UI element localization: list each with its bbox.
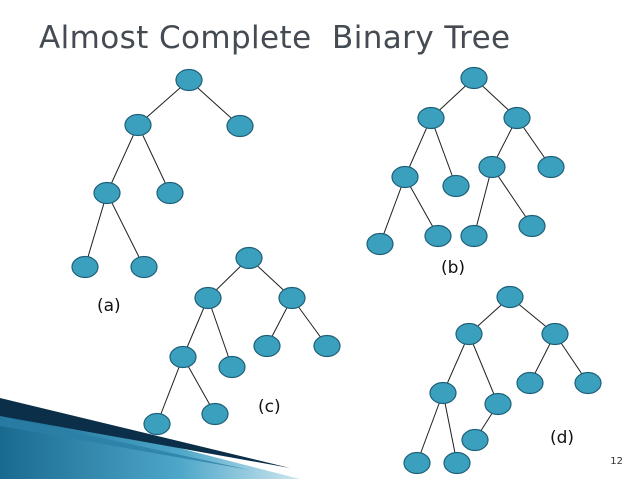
tree-d-node-6 (574, 371, 602, 395)
tree-b-node-5 (478, 155, 506, 179)
tree-b-edge-8 (473, 166, 493, 237)
tree-c-node-6 (313, 334, 341, 358)
tree-d-node-7 (403, 451, 431, 475)
tree-d-node-5 (516, 371, 544, 395)
tree-a-edge-2 (106, 124, 139, 194)
tree-b-label: (b) (441, 258, 466, 278)
tree-c-node-5 (253, 334, 281, 358)
tree-c-node-3 (169, 345, 197, 369)
tree-b-edge-9 (491, 166, 533, 227)
tree-a-node-5 (71, 255, 99, 279)
tree-d-node-4 (484, 392, 512, 416)
tree-a-node-1 (124, 113, 152, 137)
tree-a-node-3 (93, 181, 121, 205)
tree-d-edge-7 (442, 392, 458, 464)
tree-c-label: (c) (258, 397, 281, 417)
tree-b-node-6 (537, 155, 565, 179)
tree-a-edge-3 (137, 124, 171, 194)
tree-a-node-0 (175, 68, 203, 92)
tree-c-edge-6 (156, 356, 184, 425)
tree-c-node-7 (143, 412, 171, 436)
tree-b-node-9 (460, 224, 488, 248)
tree-a-node-2 (226, 114, 254, 138)
tree-d-edge-6 (416, 392, 444, 464)
tree-d-node-1 (455, 322, 483, 346)
tree-d-node-3 (429, 381, 457, 405)
tree-b-node-1 (417, 106, 445, 130)
tree-c-node-1 (194, 286, 222, 310)
tree-b-edge-6 (379, 176, 406, 245)
tree-b-node-10 (518, 214, 546, 238)
tree-b-node-2 (503, 106, 531, 130)
tree-c-node-0 (235, 246, 263, 270)
tree-a-edge-5 (106, 192, 145, 268)
tree-b (366, 66, 565, 256)
tree-c-node-4 (218, 355, 246, 379)
tree-c-node-8 (201, 402, 229, 426)
tree-d-label: (d) (550, 428, 575, 448)
swoosh-mid (0, 416, 250, 470)
swoosh-dark (0, 398, 290, 468)
tree-b-node-4 (442, 174, 470, 198)
tree-b-node-3 (391, 165, 419, 189)
tree-b-edge-3 (430, 117, 457, 187)
tree-a-label: (a) (97, 296, 121, 316)
tree-d-node-8 (443, 451, 471, 475)
tree-c-node-2 (278, 286, 306, 310)
tree-d-node-0 (496, 285, 524, 309)
tree-d-edge-3 (468, 333, 499, 405)
tree-c-edge-3 (207, 297, 233, 368)
tree-c (143, 246, 341, 436)
tree-b-node-8 (424, 224, 452, 248)
page-number: 12 (610, 456, 623, 467)
tree-d (403, 285, 602, 475)
tree-b-node-0 (460, 66, 488, 90)
tree-a-node-6 (130, 255, 158, 279)
tree-d-node-2 (541, 322, 569, 346)
tree-a (71, 68, 254, 279)
tree-b-node-7 (366, 232, 394, 256)
tree-a-node-4 (156, 181, 184, 205)
tree-d-node-9 (461, 428, 489, 452)
tree-a-edge-4 (84, 192, 108, 268)
slide-title: Almost Complete Binary Tree (39, 20, 511, 56)
